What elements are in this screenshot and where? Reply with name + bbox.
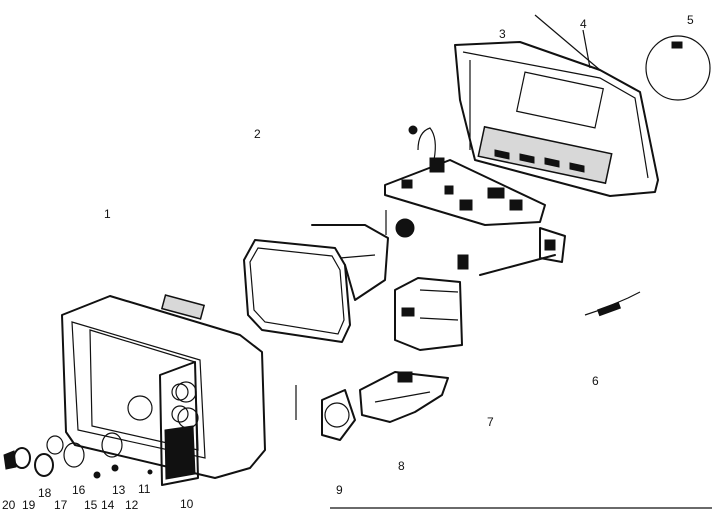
- rear-cabinet-cover: [454, 14, 659, 197]
- control-panel: [159, 361, 199, 486]
- neck-bracket: [394, 254, 469, 351]
- part-label-6: 6: [592, 374, 599, 388]
- part-label-8: 8: [398, 459, 405, 473]
- part-label-4: 4: [580, 17, 587, 31]
- main-circuit-board: [384, 125, 546, 226]
- picture-tube: [243, 210, 415, 343]
- control-rod: [479, 227, 566, 276]
- part-label-13: 13: [112, 483, 126, 497]
- knob-set: [3, 432, 153, 479]
- part-label-3: 3: [499, 27, 506, 41]
- part-label-14: 14: [101, 498, 115, 512]
- part-label-7: 7: [487, 415, 494, 429]
- part-label-12: 12: [125, 498, 139, 512]
- chassis-bracket: [359, 371, 449, 423]
- part-label-20: 20: [2, 498, 16, 512]
- part-label-10: 10: [180, 497, 194, 511]
- part-label-19: 19: [22, 498, 36, 512]
- front-cabinet: [61, 294, 266, 479]
- part-label-11: 11: [138, 482, 151, 496]
- part-label-1: 1: [104, 207, 111, 221]
- power-cord: [584, 291, 641, 317]
- part-label-18: 18: [38, 486, 52, 500]
- back-label-disc: [645, 35, 711, 101]
- part-label-15: 15: [84, 498, 98, 512]
- part-label-5: 5: [687, 13, 694, 27]
- part-label-17: 17: [54, 498, 68, 512]
- part-label-9: 9: [336, 483, 343, 497]
- part-label-16: 16: [72, 483, 86, 497]
- part-label-2: 2: [254, 127, 261, 141]
- speaker: [295, 385, 356, 441]
